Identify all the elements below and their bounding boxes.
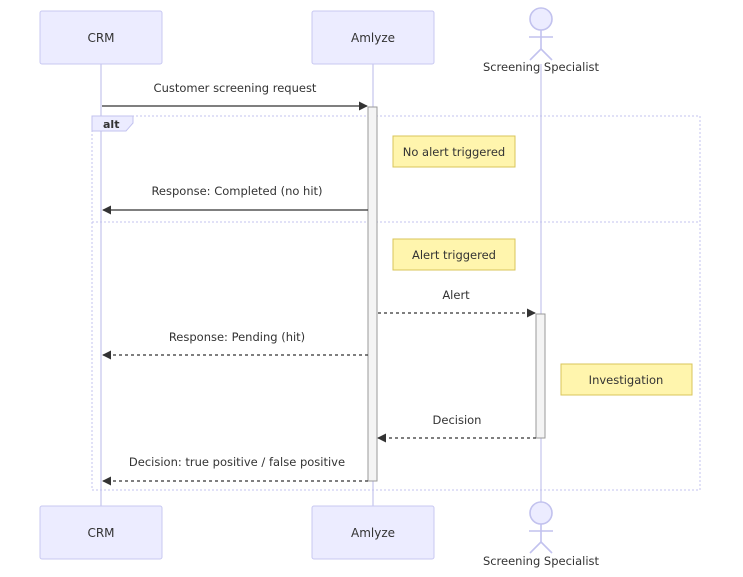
actor-amlyze-top-label: Amlyze xyxy=(351,31,395,45)
actor-amlyze-top xyxy=(311,10,435,65)
actor-screening-specialist-top-label: Screening Specialist xyxy=(483,60,600,74)
actor-screening-specialist-top xyxy=(529,7,553,61)
actor-amlyze-bottom xyxy=(311,505,435,560)
actor-screening-specialist-bottom xyxy=(529,501,553,554)
note-investigation xyxy=(560,363,693,396)
actor-amlyze-bottom-label: Amlyze xyxy=(351,526,395,540)
activation-screening-specialist xyxy=(535,313,546,439)
alt-label: alt xyxy=(103,118,119,131)
note-alert xyxy=(392,238,516,271)
note-no-alert xyxy=(392,135,516,168)
note-investigation-text: Investigation xyxy=(589,373,664,387)
activation-amlyze xyxy=(367,106,378,482)
actor-crm-top-label: CRM xyxy=(87,31,114,45)
actor-screening-specialist-bottom-label: Screening Specialist xyxy=(483,554,600,568)
actor-crm-bottom xyxy=(39,505,163,560)
message-final-label: Decision: true positive / false positive xyxy=(129,455,345,469)
stick-figure-icon xyxy=(529,501,553,525)
message-pending-label: Response: Pending (hit) xyxy=(169,330,305,344)
stick-figure-icon xyxy=(529,7,553,31)
alt-tag xyxy=(91,115,134,132)
note-alert-text: Alert triggered xyxy=(412,248,496,262)
message-alert-label: Alert xyxy=(442,288,470,302)
note-no-alert-text: No alert triggered xyxy=(403,145,505,159)
alt-frame xyxy=(91,115,701,491)
actor-crm-top xyxy=(39,10,163,65)
message-request-label: Customer screening request xyxy=(154,81,317,95)
message-decision-label: Decision xyxy=(433,413,482,427)
actor-crm-bottom-label: CRM xyxy=(87,526,114,540)
message-completed-label: Response: Completed (no hit) xyxy=(151,184,322,198)
